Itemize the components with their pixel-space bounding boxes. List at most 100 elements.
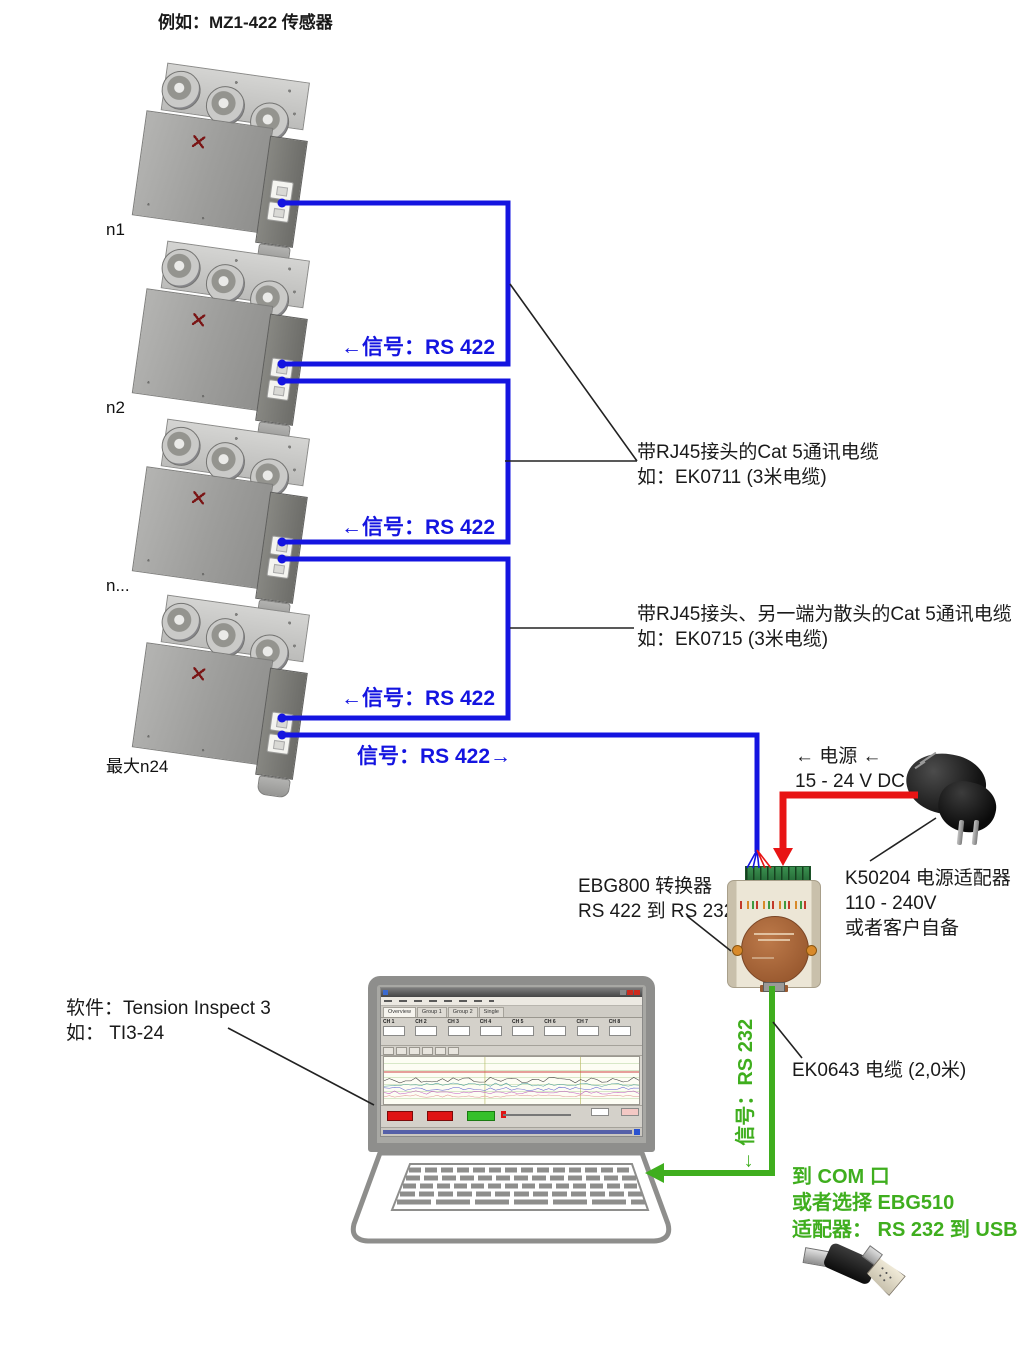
signal-rs232-label: ← 信号：RS 232 (734, 1018, 757, 1172)
software-example: 如： TI3-24 (66, 1023, 165, 1045)
channel-value-box (544, 1026, 567, 1036)
channel-cell: CH 6 (544, 1019, 575, 1044)
rj45-port-bottom (266, 557, 291, 580)
app-menubar (381, 997, 642, 1006)
sensor-body (131, 466, 274, 590)
power-note: ← 电源 ← 15 - 24 V DC (795, 744, 905, 794)
slider-track-image (503, 1114, 571, 1116)
channel-cell: CH 4 (479, 1019, 511, 1044)
rj45-port-top (269, 711, 294, 734)
app-toolbar (381, 1046, 642, 1056)
app-controls (381, 1105, 642, 1127)
sensor-mz1-422: n... (106, 418, 320, 623)
channel-label: CH 8 (608, 1019, 621, 1025)
converter-case (727, 880, 821, 992)
software-note: 软件：Tension Inspect 3 如： TI3-24 (66, 996, 271, 1046)
diagram-title: 例如：MZ1-422 传感器 (158, 13, 333, 32)
com-port-note: 到 COM 口 或者选择 EBG510 适配器： RS 232 到 USB (792, 1164, 1018, 1243)
converter-function: RS 422 到 RS 232 (578, 901, 735, 923)
app-tab: Group 2 (447, 1007, 478, 1017)
channel-label: CH 2 (415, 1019, 427, 1025)
sensor-count-label: n1 (106, 220, 125, 239)
app-tab: Single (478, 1007, 504, 1017)
channel-value-box (415, 1026, 438, 1036)
rs232-connector (763, 982, 785, 992)
sensor-mz1-422: n1 (106, 62, 320, 267)
sensor-body (131, 110, 274, 234)
rj45-port-bottom (266, 379, 291, 402)
channel-value-box (383, 1026, 405, 1036)
cable-ek0715-line2: 如：EK0715 (3米电缆) (637, 629, 829, 651)
channel-cell: CH 8 (608, 1019, 640, 1044)
cable-ek0715-note: 带RJ45接头、另一端为散头的Cat 5通讯电缆 如：EK0715 (3米电缆) (637, 602, 1012, 652)
cable-ek0715-line1: 带RJ45接头、另一端为散头的Cat 5通讯电缆 (637, 604, 1012, 625)
sensor-mount-foot (256, 775, 291, 799)
channel-label: CH 3 (447, 1019, 459, 1025)
value-box (591, 1108, 609, 1116)
channel-label: CH 1 (383, 1019, 395, 1025)
power-voltage: 15 - 24 V DC (795, 771, 905, 793)
status-square (634, 1129, 640, 1135)
channel-cell: CH 2 (415, 1019, 446, 1044)
record-button-image (427, 1111, 453, 1121)
screw (732, 945, 743, 956)
com-port-line3: 适配器： RS 232 到 USB (792, 1218, 1018, 1241)
channel-label: CH 7 (576, 1019, 588, 1025)
ebg800-converter (727, 866, 821, 992)
channel-value-box (512, 1026, 534, 1036)
sensor-logo-mark (191, 313, 206, 327)
app-icon (383, 990, 388, 995)
channel-cell: CH 7 (576, 1019, 608, 1044)
adapter-note: K50204 电源适配器 110 - 240V 或者客户自备 (845, 866, 1011, 941)
sensor-body (131, 642, 274, 766)
channel-cell: CH 3 (447, 1019, 479, 1044)
power-arrow (773, 848, 793, 866)
tension-chart (383, 1056, 640, 1105)
app-tab: Overview (383, 1007, 416, 1017)
cable-ek0711-line2: 如：EK0711 (3米电缆) (637, 467, 827, 489)
rj45-port-top (269, 357, 294, 380)
led-indicators (740, 901, 808, 909)
sensor-count-label: 最大n24 (106, 757, 169, 776)
sensor-logo-mark (191, 491, 206, 505)
channel-value-box (576, 1026, 599, 1036)
app-tab: Group 1 (416, 1007, 447, 1017)
converter-label-circle (741, 916, 809, 984)
channel-label: CH 6 (544, 1019, 556, 1025)
rj45-port-bottom (266, 733, 291, 756)
app-titlebar (381, 988, 642, 997)
power-cable (779, 791, 918, 850)
channel-cell: CH 5 (512, 1019, 543, 1044)
adapter-name: K50204 电源适配器 (845, 868, 1011, 889)
channel-cell: CH 1 (383, 1019, 414, 1044)
software-name: 软件：Tension Inspect 3 (66, 998, 271, 1019)
signal-rs422-label-1: ←信号：RS 422 (341, 336, 496, 359)
rs422-cable-to-converter (280, 732, 760, 852)
plug-pin (971, 819, 980, 846)
adapter-option: 或者客户自备 (845, 918, 960, 940)
plug-pin (956, 819, 965, 846)
com-port-line1: 到 COM 口 (792, 1166, 890, 1188)
value-box (621, 1108, 639, 1116)
rs232-cable-note: EK0643 电缆 (2,0米) (792, 1060, 967, 1081)
stop-button-image (387, 1111, 413, 1121)
sensor-logo-mark (191, 135, 206, 149)
channel-label: CH 5 (512, 1019, 524, 1025)
sensor-logo-mark (191, 667, 206, 681)
window-buttons (620, 990, 640, 995)
sensor-mz1-422: 最大n24 (106, 594, 320, 799)
run-button-image (467, 1111, 495, 1121)
converter-name: EBG800 转换器 (578, 876, 713, 897)
adapter-voltage: 110 - 240V (845, 893, 937, 915)
rj45-port-top (269, 179, 294, 202)
keyboard-keys (397, 1167, 645, 1205)
rj45-port-bottom (266, 201, 291, 224)
screw (806, 945, 817, 956)
sensor-count-label: n2 (106, 398, 125, 417)
k50204-power-adapter (901, 748, 1007, 852)
power-direction: ← 电源 ← (795, 746, 882, 767)
